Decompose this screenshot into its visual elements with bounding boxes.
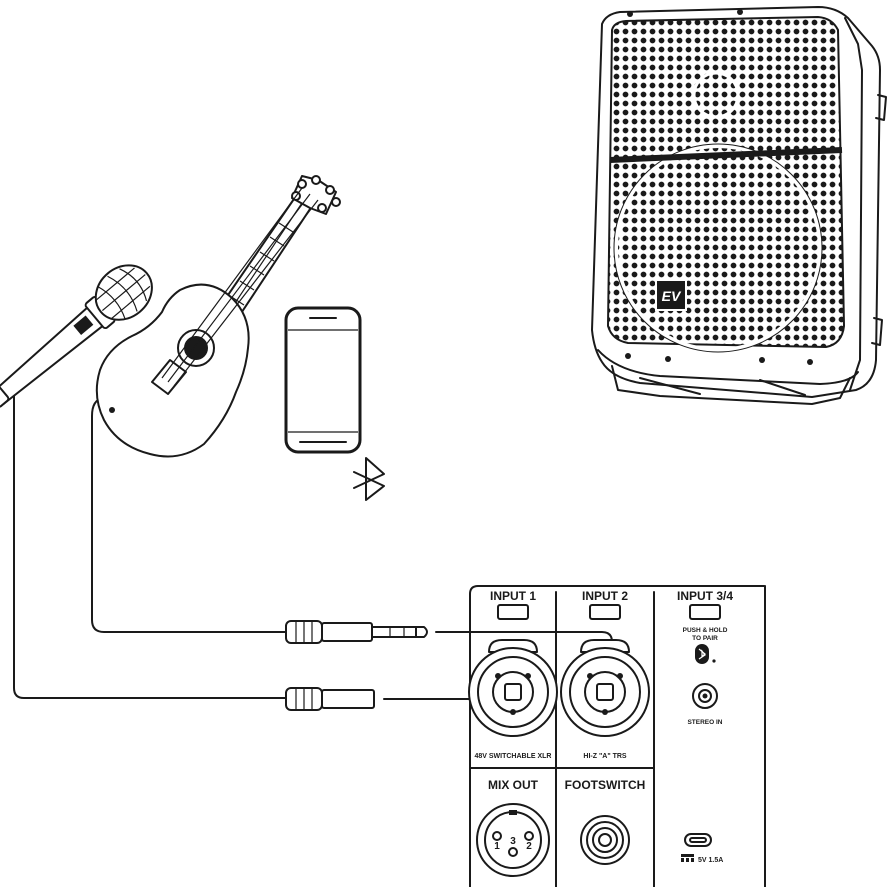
bluetooth-icon xyxy=(353,457,385,501)
svg-text:EV: EV xyxy=(662,288,682,304)
microphone-cable xyxy=(13,393,506,711)
mix-out-pin3: 3 xyxy=(510,836,516,847)
input1-combo-jack xyxy=(468,639,558,737)
speaker-icon: EV xyxy=(591,6,887,405)
mix-out-xlr-jack[interactable]: 1 2 3 xyxy=(476,803,550,877)
control-panel: INPUT 1 48V SWITCHABLE XLR INPUT 2 HI-Z xyxy=(468,585,766,888)
footswitch-jack[interactable] xyxy=(580,815,630,865)
bluetooth-pair-button[interactable] xyxy=(695,644,716,664)
stereo-in-jack[interactable] xyxy=(692,683,718,709)
dc-power-icon xyxy=(681,854,694,862)
input1-label: INPUT 1 xyxy=(490,589,536,603)
pair-instruction-line1: PUSH & HOLD xyxy=(683,627,728,634)
microphone-icon xyxy=(0,264,153,408)
usb-c-port[interactable] xyxy=(684,833,712,847)
mix-out-pin1: 1 xyxy=(494,841,500,852)
input2-label: INPUT 2 xyxy=(582,589,628,603)
ev-logo: EV xyxy=(655,279,687,311)
input2-caption: HI-Z "A" TRS xyxy=(583,753,627,760)
input1-clip-led xyxy=(497,604,529,620)
smartphone-icon xyxy=(284,306,362,454)
mix-out-label: MIX OUT xyxy=(488,778,539,792)
input2-combo-jack xyxy=(560,639,650,737)
input34-label: INPUT 3/4 xyxy=(677,589,733,603)
input34-led xyxy=(689,604,721,620)
input2-clip-led xyxy=(589,604,621,620)
footswitch-label: FOOTSWITCH xyxy=(565,778,646,792)
guitar-icon xyxy=(95,175,341,458)
usb-caption: 5V 1.5A xyxy=(698,857,723,864)
input1-caption: 48V SWITCHABLE XLR xyxy=(474,753,551,760)
pair-instruction-line2: TO PAIR xyxy=(692,635,718,642)
stereo-in-caption: STEREO IN xyxy=(687,719,722,726)
mix-out-pin2: 2 xyxy=(526,841,532,852)
